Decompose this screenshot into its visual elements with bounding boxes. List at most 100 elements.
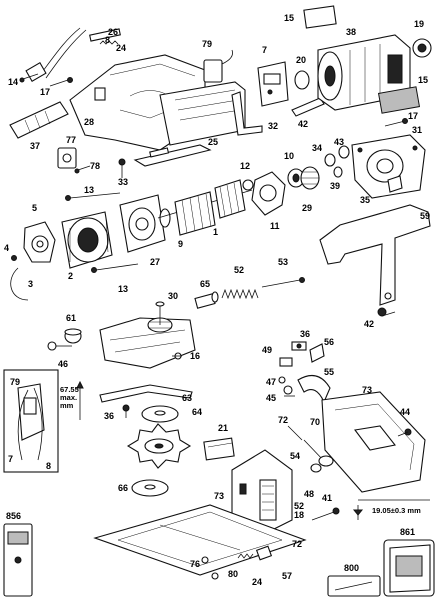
label-part-37-right: 36 bbox=[300, 329, 311, 339]
power-cord bbox=[25, 27, 87, 82]
label-part-49: 49 bbox=[262, 345, 273, 355]
label-15-top bbox=[303, 5, 337, 29]
disc-63 bbox=[141, 405, 179, 423]
label-part-3: 3 bbox=[28, 279, 34, 289]
label-part-55: 56 bbox=[324, 337, 335, 347]
label-part-856: 856 bbox=[6, 511, 22, 521]
base-fence-66 bbox=[321, 391, 426, 493]
label-part-44: 44 bbox=[400, 407, 411, 417]
label-part-19: 19 bbox=[414, 19, 425, 29]
label-part-41: 41 bbox=[322, 493, 333, 503]
spring-50 bbox=[221, 288, 259, 300]
label-part-39: 39 bbox=[330, 181, 341, 191]
label-part-21: 21 bbox=[218, 423, 229, 433]
label-part-17-right: 17 bbox=[408, 111, 419, 121]
label-card-856 bbox=[3, 523, 33, 597]
label-part-72: 72 bbox=[278, 415, 289, 425]
label-part-31: 31 bbox=[412, 125, 423, 135]
label-part-36: 37 bbox=[30, 141, 41, 151]
label-part-29: 29 bbox=[302, 203, 313, 213]
gear-29 bbox=[300, 166, 320, 190]
wrench-800 bbox=[327, 575, 381, 597]
label-part-45: 45 bbox=[266, 393, 277, 403]
label-part-48: 48 bbox=[304, 489, 315, 499]
inset-detail-box bbox=[3, 369, 59, 473]
ring-9 bbox=[159, 208, 171, 228]
label-part-15-top: 15 bbox=[284, 13, 295, 23]
stator-2 bbox=[61, 211, 113, 269]
switch-7 bbox=[257, 61, 289, 107]
part-47 bbox=[278, 376, 286, 384]
knob-59 bbox=[64, 328, 82, 344]
motor-housing-38 bbox=[317, 34, 411, 111]
o-ring-20 bbox=[294, 70, 310, 90]
label-part-78: 78 bbox=[90, 161, 101, 171]
label-part-13-lower: 13 bbox=[118, 284, 129, 294]
label-part-53: 54 bbox=[290, 451, 301, 461]
label-part-79-inset: 79 bbox=[10, 377, 21, 387]
label-part-65: 72 bbox=[292, 539, 303, 549]
screw-17 bbox=[49, 77, 73, 87]
label-part-51: 53 bbox=[278, 257, 289, 267]
label-part-18: 18 bbox=[294, 510, 305, 520]
front-fence-65 bbox=[231, 449, 293, 537]
label-part-32: 32 bbox=[268, 121, 279, 131]
label-part-861: 861 bbox=[400, 527, 416, 537]
label-part-10: 10 bbox=[284, 151, 295, 161]
label-part-40: 42 bbox=[298, 119, 309, 129]
label-part-4: 4 bbox=[4, 243, 10, 253]
label-part-7: 7 bbox=[262, 45, 268, 55]
knob-37-right bbox=[291, 341, 307, 351]
label-part-12: 12 bbox=[240, 161, 251, 171]
label-part-76: 76 bbox=[190, 559, 201, 569]
part-26 bbox=[133, 144, 212, 167]
label-part-20: 20 bbox=[296, 55, 307, 65]
label-part-33: 33 bbox=[118, 177, 129, 187]
armature-1 bbox=[157, 179, 253, 236]
rod-51 bbox=[261, 279, 301, 288]
label-part-63: 64 bbox=[192, 407, 203, 417]
screw-33 bbox=[118, 158, 126, 166]
label-part-66: 73 bbox=[362, 385, 373, 395]
screw-13-lower bbox=[95, 263, 139, 271]
label-part-11: 11 bbox=[270, 221, 280, 231]
part-8 bbox=[89, 28, 121, 42]
carry-case-861 bbox=[383, 539, 435, 597]
label-part-52: 52 bbox=[294, 501, 305, 511]
blade-cutter bbox=[126, 423, 192, 469]
label-part-2: 2 bbox=[68, 271, 74, 281]
label-part-800: 800 bbox=[344, 563, 360, 573]
label-part-28: 28 bbox=[84, 117, 95, 127]
part-60 bbox=[194, 291, 219, 309]
label-15-right bbox=[377, 86, 421, 114]
label-part-1: 1 bbox=[213, 227, 219, 237]
base-assembly-30 bbox=[99, 301, 196, 369]
handle-57 bbox=[319, 204, 431, 306]
label-part-14: 14 bbox=[8, 77, 19, 87]
plate-11 bbox=[251, 171, 286, 216]
dimension-19-05: 19.05±0.3 mm bbox=[372, 506, 421, 515]
screw-46 bbox=[47, 341, 72, 351]
label-part-15-right: 15 bbox=[418, 75, 429, 85]
part-40 bbox=[291, 97, 325, 117]
label-part-24: 24 bbox=[116, 43, 127, 53]
label-part-37-left: 36 bbox=[104, 411, 115, 421]
label-part-57: 59 bbox=[420, 211, 431, 221]
label-part-42: 42 bbox=[364, 319, 375, 329]
screw-72 bbox=[287, 425, 303, 441]
label-part-80: 80 bbox=[228, 569, 239, 579]
label-part-50: 52 bbox=[234, 265, 245, 275]
baffle-27 bbox=[119, 194, 166, 253]
part-39 bbox=[333, 166, 343, 178]
screw-80 bbox=[211, 572, 219, 580]
label-part-43: 43 bbox=[334, 137, 345, 147]
label-part-35: 35 bbox=[360, 195, 371, 205]
gear-case-31 bbox=[351, 134, 426, 199]
lead-3 bbox=[10, 267, 29, 301]
label-part-13-upper: 13 bbox=[84, 185, 95, 195]
label-part-25: 26 bbox=[108, 27, 119, 37]
dimension-67-55: 67.55 max. mm bbox=[60, 385, 79, 410]
label-part-38: 38 bbox=[346, 27, 357, 37]
